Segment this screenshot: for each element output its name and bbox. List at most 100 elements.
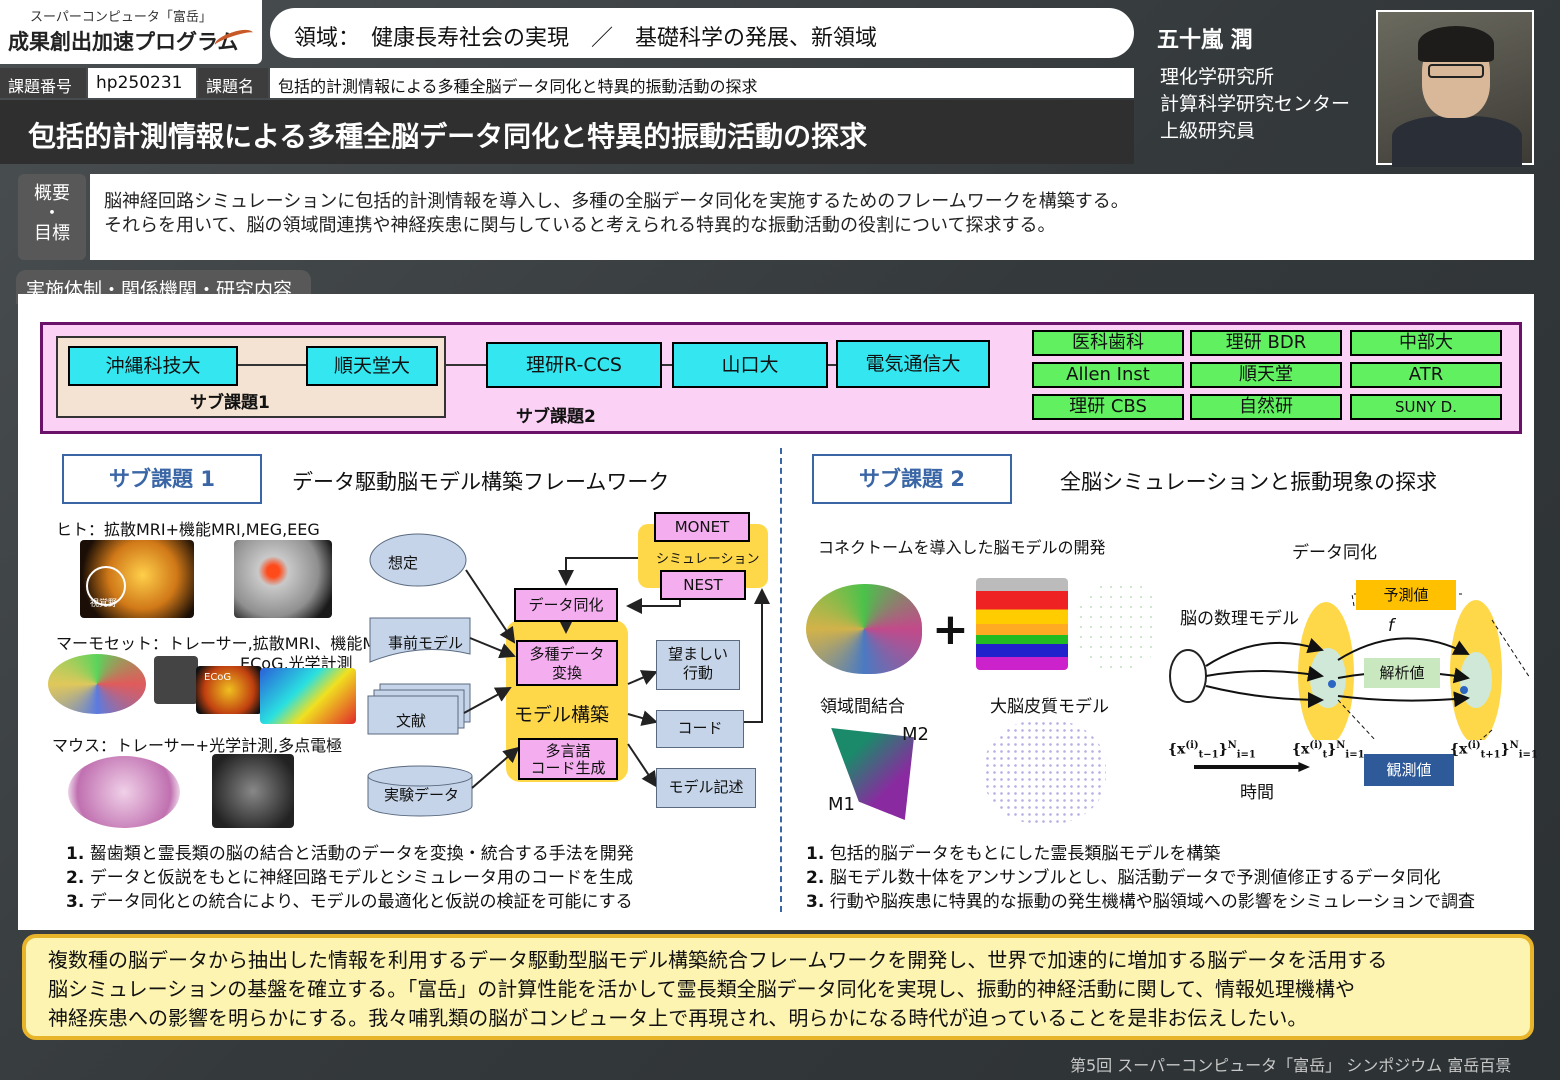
primate-brain-image bbox=[806, 584, 922, 674]
sub1-badge: サブ課題 1 bbox=[62, 454, 262, 504]
analysis-value-box: 解析値 bbox=[1364, 658, 1440, 688]
affiliation-line: 上級研究員 bbox=[1160, 120, 1256, 142]
visual-cortex-label: 視覚野 bbox=[90, 599, 118, 609]
literature-stack bbox=[367, 695, 459, 735]
experiment-data-label: 実験データ bbox=[384, 786, 460, 804]
org-yamaguchi: 山口大 bbox=[672, 342, 828, 388]
hypothesis-cloud bbox=[369, 533, 467, 587]
sub2-items: 1. 包括的脳データをもとにした霊長類脳モデルを構築 2. 脳モデル数十体をアン… bbox=[806, 842, 1475, 914]
partner-box: 理研 CBS bbox=[1032, 394, 1184, 420]
plus-icon: + bbox=[932, 604, 969, 655]
affiliation-line: 計算科学研究センター bbox=[1160, 93, 1351, 115]
sub2-heading: 全脳シミュレーションと振動現象の探求 bbox=[1060, 470, 1438, 494]
org-riken-rccs: 理研R-CCS bbox=[486, 342, 662, 388]
sub2-badge: サブ課題 2 bbox=[812, 454, 1012, 504]
partner-box: SUNY D. bbox=[1350, 394, 1502, 420]
marmoset-label: マーモセット：トレーサー,拡散MRI、機能MRI bbox=[56, 634, 393, 653]
code-gen-box: 多言語 コード生成 bbox=[518, 738, 618, 780]
partner-box: 順天堂 bbox=[1190, 362, 1342, 388]
column-divider bbox=[780, 448, 782, 912]
researcher-name: 五十嵐 潤 bbox=[1157, 28, 1253, 53]
literature-label: 文献 bbox=[396, 712, 427, 730]
observed-value-box: 観測値 bbox=[1364, 754, 1454, 786]
mouse-label: マウス：トレーサー+光学計測,多点電極 bbox=[52, 736, 343, 755]
visual-cortex-marker bbox=[86, 566, 126, 606]
model-build-label: モデル構築 bbox=[514, 704, 610, 726]
marmoset-optical-image bbox=[260, 668, 356, 724]
marmoset-mri-image bbox=[154, 656, 198, 704]
mouse-optical-image bbox=[212, 754, 294, 828]
marmoset-dti-image bbox=[48, 654, 146, 714]
org-okinawa: 沖縄科技大 bbox=[68, 346, 238, 386]
math-model-label: 脳の数理モデル bbox=[1180, 609, 1299, 629]
mouse-tracer-image bbox=[68, 756, 180, 828]
overview-label: 概要 ・ 目標 bbox=[18, 174, 86, 260]
partner-box: 中部大 bbox=[1350, 330, 1502, 356]
sub1-heading: データ駆動脳モデル構築フレームワーク bbox=[292, 470, 670, 494]
summary-box: 複数種の脳データから抽出した情報を利用するデータ駆動型脳モデル構築統合フレームワ… bbox=[22, 934, 1534, 1040]
researcher-photo bbox=[1376, 10, 1534, 167]
x-cur-label: {x(i)t}Ni=1 bbox=[1292, 740, 1365, 761]
x-prev-label: {x(i)t−1}Ni=1 bbox=[1168, 740, 1256, 761]
sub2-org-label: サブ課題2 bbox=[516, 407, 596, 427]
partner-box: 自然研 bbox=[1190, 394, 1342, 420]
list-item: 3. データ同化との統合により、モデルの最適化と仮説の検証を可能にする bbox=[66, 892, 633, 912]
project-name-label: 課題名 bbox=[198, 68, 268, 98]
partner-box: 医科歯科 bbox=[1032, 330, 1184, 356]
m1-label: M1 bbox=[828, 794, 855, 815]
sub1-org-label: サブ課題1 bbox=[190, 393, 270, 413]
list-item: 2. 脳モデル数十体をアンサンブルとし、脳活動データで予測値修正するデータ同化 bbox=[806, 868, 1441, 888]
ecog-label: ECoG bbox=[204, 672, 232, 683]
data-assimilation-box: データ同化 bbox=[514, 588, 618, 622]
marmoset-ecog-image bbox=[196, 666, 262, 714]
affiliation: 理化学研究所 計算科学研究センター 上級研究員 bbox=[1160, 64, 1350, 145]
hypothesis-label: 想定 bbox=[388, 554, 419, 572]
nest-box: NEST bbox=[660, 570, 746, 600]
experiment-db bbox=[367, 765, 473, 787]
partner-box: ATR bbox=[1350, 362, 1502, 388]
x-next-label: {x(i)t+1}Ni=1 bbox=[1450, 740, 1538, 761]
monet-box: MONET bbox=[654, 512, 750, 542]
time-label: 時間 bbox=[1240, 783, 1274, 803]
human-fmri-image bbox=[234, 540, 332, 618]
multi-data-box: 多種データ 変換 bbox=[516, 640, 618, 686]
logo-line1: スーパーコンピュータ「富岳」 bbox=[30, 10, 212, 25]
partner-box: 理研 BDR bbox=[1190, 330, 1342, 356]
list-item: 1. 齧歯類と霊長類の脳の結合と活動のデータを変換・統合する手法を開発 bbox=[66, 844, 634, 864]
neuron-image bbox=[1076, 582, 1158, 670]
cortex-layers-image bbox=[976, 578, 1068, 670]
field-area: 領域： 健康長寿社会の実現 ／ 基礎科学の発展、新領域 bbox=[270, 8, 1134, 58]
desired-behavior-box: 望ましい 行動 bbox=[656, 640, 740, 690]
page-title: 包括的計測情報による多種全脳データ同化と特異的振動活動の探求 bbox=[0, 100, 1134, 164]
project-number-label: 課題番号 bbox=[0, 68, 86, 98]
sub1-items: 1. 齧歯類と霊長類の脳の結合と活動のデータを変換・統合する手法を開発 2. デ… bbox=[66, 842, 634, 914]
simulation-label: シミュレーション bbox=[656, 552, 760, 567]
code-box: コード bbox=[656, 710, 744, 748]
affiliation-line: 理化学研究所 bbox=[1160, 66, 1275, 88]
cortex-spikes-image bbox=[984, 720, 1106, 824]
time-arrow-icon bbox=[1194, 762, 1310, 772]
cortex-model-label: 大脳皮質モデル bbox=[990, 697, 1109, 717]
da-title: データ同化 bbox=[1292, 543, 1377, 563]
program-logo: スーパーコンピュータ「富岳」 成果創出加速プログラム bbox=[0, 0, 262, 64]
f-label: f bbox=[1388, 616, 1394, 636]
human-label: ヒト：拡散MRI+機能MRI,MEG,EEG bbox=[56, 520, 320, 539]
model-desc-box: モデル記述 bbox=[656, 768, 756, 808]
project-name: 包括的計測情報による多種全脳データ同化と特異的振動活動の探求 bbox=[270, 68, 1134, 98]
footer: 第5回 スーパーコンピュータ「富岳」 シンポジウム 富岳百景 bbox=[1070, 1056, 1512, 1075]
da-diagram bbox=[1169, 593, 1531, 740]
predicted-value-box: 予測値 bbox=[1356, 580, 1456, 610]
connectome-label: コネクトームを導入した脳モデルの開発 bbox=[818, 538, 1106, 557]
overview-text: 脳神経回路シミュレーションに包括的計測情報を導入し、多種の全脳データ同化を実施す… bbox=[90, 174, 1534, 260]
logo-line2: 成果創出加速プログラム bbox=[8, 30, 239, 54]
org-juntendo: 順天堂大 bbox=[306, 346, 438, 386]
prior-model-label: 事前モデル bbox=[388, 634, 464, 652]
inter-region-label: 領域間結合 bbox=[820, 697, 905, 717]
list-item: 3. 行動や脳疾患に特異的な振動の発生機構や脳領域への影響をシミュレーションで調… bbox=[806, 892, 1476, 912]
prior-model-doc bbox=[369, 617, 471, 663]
partner-box: Allen Inst bbox=[1032, 362, 1184, 388]
list-item: 1. 包括的脳データをもとにした霊長類脳モデルを構築 bbox=[806, 844, 1221, 864]
org-uec: 電気通信大 bbox=[836, 340, 990, 388]
m2-label: M2 bbox=[902, 724, 929, 745]
project-number: hp250231 bbox=[88, 68, 196, 98]
